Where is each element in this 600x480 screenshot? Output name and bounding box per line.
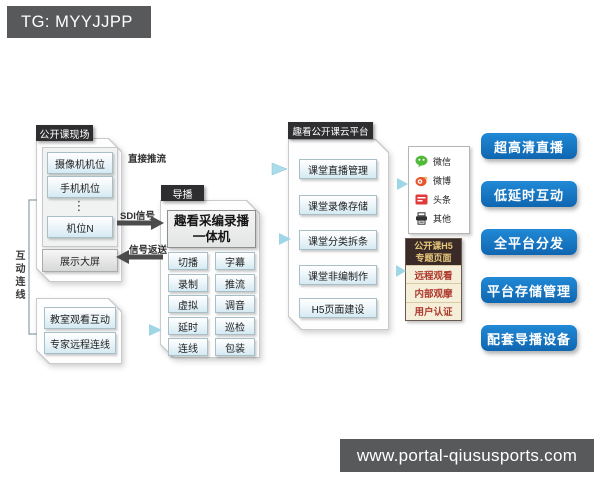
footer-url-text: www.portal-qiususports.com bbox=[356, 445, 578, 465]
interaction-side-label: 互动连线 bbox=[13, 250, 24, 302]
channel-label: 其他 bbox=[433, 214, 452, 224]
func-virtual: 虚拟 bbox=[168, 295, 208, 313]
channel-wechat: 微信 bbox=[415, 155, 469, 168]
h5-remote-watch-item: 远程观看 bbox=[406, 265, 461, 284]
scene-group-header: 公开课现场 bbox=[36, 125, 93, 141]
display-screen-item: 展示大屏 bbox=[42, 249, 118, 272]
channel-label: 头条 bbox=[433, 195, 452, 205]
h5-header-line1: 公开课H5 bbox=[414, 240, 453, 251]
watermark-text: TG: MYYJJPP bbox=[21, 12, 133, 31]
director-group-header: 导播 bbox=[161, 185, 204, 201]
func-delay: 延时 bbox=[168, 317, 208, 335]
phone-position-item: 手机机位 bbox=[47, 176, 113, 198]
channels-box: 微信 微博 头条 其他 bbox=[408, 146, 470, 234]
channel-weibo: 微博 bbox=[415, 174, 469, 187]
func-connect: 连线 bbox=[168, 338, 208, 356]
cloud-record-storage-item: 课堂录像存储 bbox=[299, 195, 377, 215]
footer-url-bar: www.portal-qiususports.com bbox=[340, 439, 594, 472]
h5-panel-header: 公开课H5 专题页面 bbox=[406, 239, 461, 265]
expert-remote-item: 专家远程连线 bbox=[44, 332, 116, 354]
weibo-icon bbox=[415, 176, 428, 187]
func-subtitle: 字幕 bbox=[215, 252, 255, 270]
cloud-h5-build-item: H5页面建设 bbox=[299, 298, 377, 318]
interaction-to-director-arrow bbox=[122, 324, 162, 336]
watermark-badge: TG: MYYJJPP bbox=[7, 6, 151, 38]
channel-toutiao: 头条 bbox=[415, 193, 469, 206]
recorder-device-box: 趣看采编录播 一体机 bbox=[167, 210, 256, 248]
h5-user-auth-item: 用户认证 bbox=[406, 301, 461, 320]
func-inspect: 巡检 bbox=[215, 317, 255, 335]
feature-low-latency: 低延时互动 bbox=[481, 181, 577, 207]
classroom-interaction-item: 教室观看互动 bbox=[44, 307, 116, 329]
channel-label: 微博 bbox=[433, 176, 452, 186]
cloud-live-manage-item: 课堂直播管理 bbox=[299, 159, 377, 179]
toutiao-icon bbox=[415, 194, 428, 205]
other-device-icon bbox=[416, 212, 427, 225]
func-audio: 调音 bbox=[215, 295, 255, 313]
func-switch: 切播 bbox=[168, 252, 208, 270]
device-name-line1: 趣看采编录播 bbox=[173, 213, 249, 228]
device-name-line2: 一体机 bbox=[192, 230, 231, 244]
signal-return-label: 信号返送 bbox=[129, 245, 168, 256]
channel-other: 其他 bbox=[415, 212, 469, 225]
wechat-icon bbox=[415, 155, 428, 168]
feature-uhd-live: 超高清直播 bbox=[481, 133, 577, 159]
h5-internal-view-item: 内部观摩 bbox=[406, 283, 461, 302]
feature-storage-manage: 平台存储管理 bbox=[481, 277, 577, 303]
func-record: 录制 bbox=[168, 274, 208, 292]
cloud-classify-item: 课堂分类拆条 bbox=[299, 230, 377, 250]
func-push: 推流 bbox=[215, 274, 255, 292]
camera-n-item: 机位N bbox=[47, 216, 113, 238]
cloud-nonlinear-edit-item: 课堂非编制作 bbox=[299, 265, 377, 285]
h5-header-line2: 专题页面 bbox=[415, 253, 452, 263]
func-package: 包装 bbox=[215, 338, 255, 356]
camera-position-item: 摄像机机位 bbox=[47, 152, 113, 174]
cloud-group-header: 趣看公开课云平台 bbox=[288, 122, 373, 139]
direct-push-label: 直接推流 bbox=[128, 154, 167, 165]
channel-label: 微信 bbox=[433, 157, 452, 167]
sdi-signal-label: SDI信号 bbox=[120, 211, 155, 222]
cloud-to-h5-arrow bbox=[386, 265, 406, 277]
h5-topic-panel: 公开课H5 专题页面 远程观看 内部观摩 用户认证 bbox=[405, 238, 462, 321]
feature-director-equipment: 配套导播设备 bbox=[481, 325, 577, 351]
ellipsis-dots: ⋮ bbox=[72, 198, 86, 213]
feature-all-platform: 全平台分发 bbox=[481, 229, 577, 255]
